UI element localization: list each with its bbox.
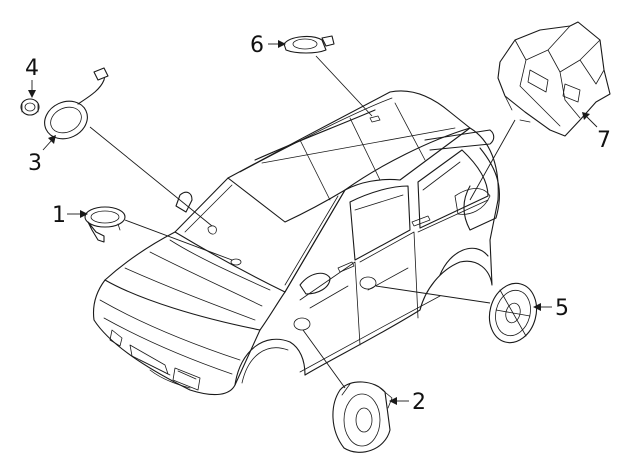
callout-labels: 1 2 3 4 5 6 7 [25, 33, 611, 415]
callout-4: 4 [25, 56, 39, 81]
leader-lines [89, 55, 516, 389]
part-1-dash-speaker [84, 206, 126, 243]
part-5-rear-door-speaker [488, 282, 538, 344]
callout-3: 3 [28, 151, 42, 176]
part-4-grommet [20, 98, 40, 116]
callout-6: 6 [250, 33, 264, 58]
callout-arrows [28, 40, 598, 405]
callout-1: 1 [52, 203, 66, 228]
vehicle-outline [92, 90, 500, 396]
part-3-speaker-with-harness [44, 67, 109, 140]
part-2-front-door-speaker [332, 381, 393, 453]
part-6-roof-speaker [283, 35, 335, 54]
part-7-enclosure [497, 21, 611, 137]
install-points [207, 115, 381, 331]
callout-5: 5 [555, 296, 569, 321]
callout-2: 2 [412, 390, 426, 415]
callout-7: 7 [597, 128, 611, 153]
